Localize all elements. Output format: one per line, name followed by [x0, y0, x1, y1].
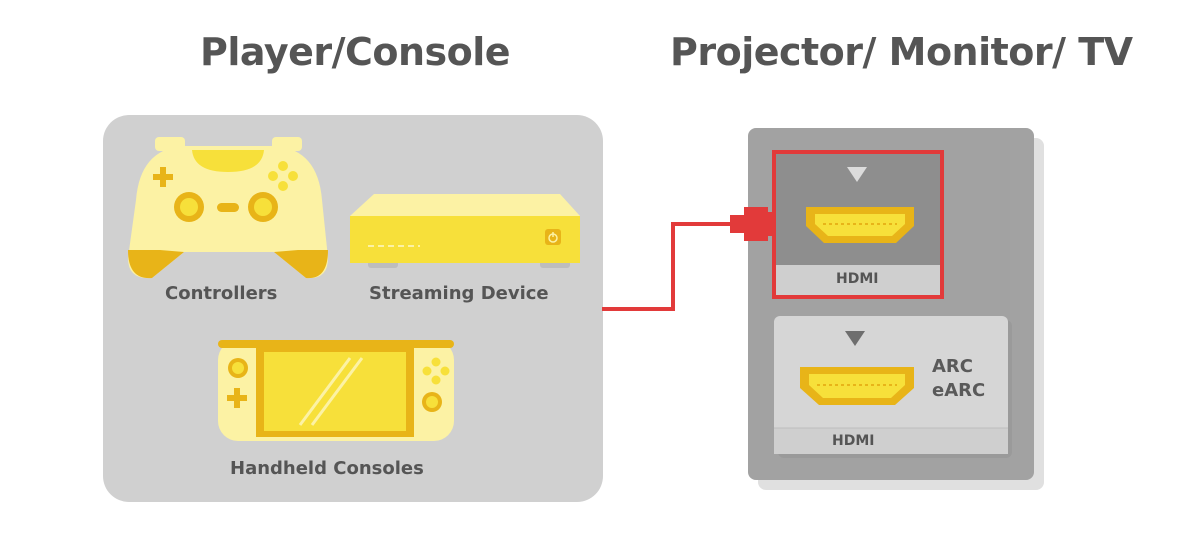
earc-label: eARC	[932, 380, 986, 401]
controllers-label: Controllers	[165, 283, 278, 304]
arrow-down-icon	[847, 167, 867, 182]
player-console-heading: Player/Console	[200, 30, 511, 74]
arrow-down-icon	[845, 331, 865, 346]
arc-label: ARC	[932, 356, 974, 377]
hdmi-port-2-label: HDMI	[832, 433, 875, 449]
hdmi-cable	[602, 207, 776, 311]
streaming-device-icon	[350, 194, 580, 268]
streaming-device-label: Streaming Device	[369, 283, 549, 304]
hdmi-port-1	[772, 150, 944, 299]
display-heading: Projector/ Monitor/ TV	[670, 30, 1133, 74]
hdmi-port-2	[774, 316, 1012, 458]
hdmi-port-1-label: HDMI	[836, 271, 879, 287]
controller-icon	[128, 137, 328, 279]
handheld-consoles-label: Handheld Consoles	[230, 458, 424, 479]
handheld-console-icon	[218, 340, 454, 441]
